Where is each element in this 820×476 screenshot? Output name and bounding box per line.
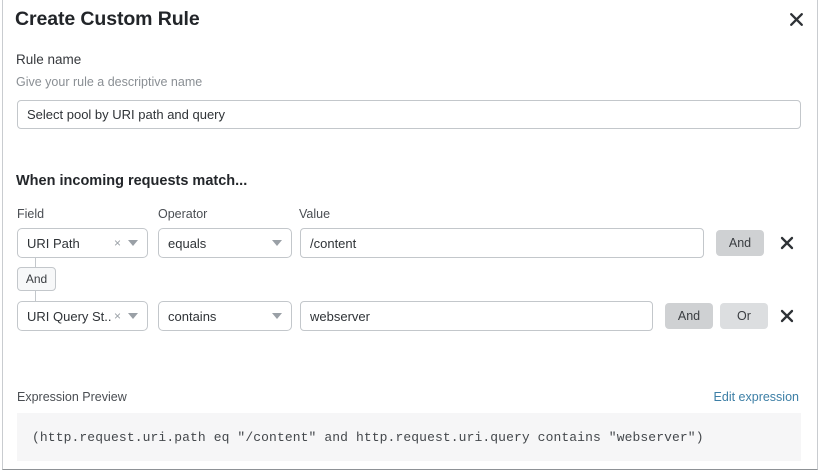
rule-name-input[interactable] — [17, 100, 801, 129]
expression-preview-code: (http.request.uri.path eq "/content" and… — [32, 429, 704, 445]
logic-or-button-2[interactable]: Or — [720, 303, 768, 329]
operator-select-2[interactable]: contains — [158, 301, 292, 331]
operator-select-1-value: equals — [168, 235, 207, 251]
delete-condition-button-2[interactable] — [774, 303, 800, 329]
chevron-down-icon — [128, 240, 138, 246]
column-header-operator: Operator — [158, 207, 208, 221]
clear-icon[interactable]: × — [113, 236, 121, 250]
dialog-title: Create Custom Rule — [15, 8, 200, 30]
connector-line-top — [35, 258, 36, 268]
operator-select-1[interactable]: equals — [158, 228, 292, 258]
close-icon — [780, 309, 794, 323]
value-input-1[interactable] — [300, 228, 704, 258]
chevron-down-icon — [128, 313, 138, 319]
rule-name-help-text: Give your rule a descriptive name — [16, 75, 203, 89]
clear-icon[interactable]: × — [113, 309, 121, 323]
field-select-2[interactable]: URI Query St... × — [17, 301, 148, 331]
close-icon — [789, 12, 803, 26]
field-select-1-value: URI Path — [27, 235, 80, 251]
condition-row: URI Path × equals And — [3, 228, 819, 258]
column-header-value: Value — [299, 207, 331, 221]
value-input-2[interactable] — [300, 301, 653, 331]
close-dialog-button[interactable] — [783, 6, 809, 32]
conditions-heading: When incoming requests match... — [16, 173, 248, 189]
expression-preview-label: Expression Preview — [17, 390, 127, 404]
delete-condition-button-1[interactable] — [774, 230, 800, 256]
chevron-down-icon — [272, 240, 282, 246]
group-connector-and[interactable]: And — [17, 267, 56, 291]
connector-line-bottom — [35, 291, 36, 301]
expression-preview-box: (http.request.uri.path eq "/content" and… — [17, 413, 801, 461]
chevron-down-icon — [272, 313, 282, 319]
logic-and-button-1[interactable]: And — [716, 230, 764, 256]
field-select-1[interactable]: URI Path × — [17, 228, 148, 258]
rule-name-label: Rule name — [16, 52, 82, 67]
field-select-2-value: URI Query St... — [27, 308, 112, 324]
column-header-field: Field — [17, 207, 45, 221]
logic-and-button-2[interactable]: And — [665, 303, 713, 329]
operator-select-2-value: contains — [168, 308, 217, 324]
condition-row: URI Query St... × contains And Or — [3, 301, 819, 331]
close-icon — [780, 236, 794, 250]
edit-expression-link[interactable]: Edit expression — [713, 390, 799, 404]
